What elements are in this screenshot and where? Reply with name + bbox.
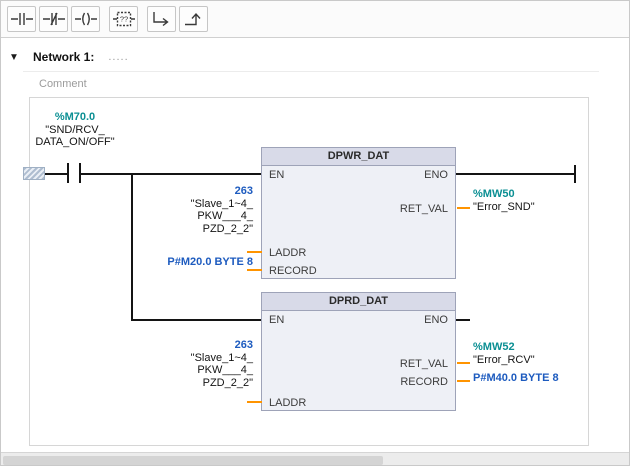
pin-eno: ENO [424, 169, 448, 181]
horizontal-scrollbar-thumb[interactable] [3, 456, 383, 465]
retval-address-1: %MW50 [473, 188, 515, 200]
network-comment-row[interactable]: Comment [23, 71, 599, 95]
laddr-name-2-line1: "Slave_1~4_ [190, 351, 253, 364]
record-operand-1[interactable]: P#M20.0 BYTE 8 [167, 256, 253, 268]
pin-ret-val: RET_VAL [399, 203, 448, 215]
wire-eno1-to-rail [456, 173, 576, 175]
svg-text:??: ?? [119, 15, 127, 24]
network-title-dots: ..... [108, 51, 129, 63]
retval-name-1: "Error_SND" [473, 200, 535, 213]
insert-open-contact-button[interactable] [7, 6, 36, 32]
contact-address: %M70.0 [54, 111, 96, 123]
retval-operand-2[interactable]: %MW52 "Error_RCV" [473, 341, 583, 366]
open-branch-stub[interactable] [23, 167, 45, 180]
network-header[interactable]: ▼ Network 1: ..... [1, 45, 629, 69]
close-branch-icon [184, 12, 201, 26]
fb-dprd-dat-title: DPRD_DAT [262, 293, 455, 311]
closed-contact-icon [42, 12, 65, 26]
laddr-name-1-line1: "Slave_1~4_ [190, 197, 253, 210]
pin-stub-retval-1 [457, 207, 470, 209]
pin-ret-val: RET_VAL [399, 358, 448, 370]
laddr-name-1-line3: PZD_2_2" [202, 222, 253, 235]
fb-dpwr-dat[interactable]: DPWR_DAT EN ENO RET_VAL LADDR RECORD [261, 147, 456, 279]
laddr-name-2-line2: PKW___4_ [197, 364, 253, 376]
collapse-triangle-icon[interactable]: ▼ [9, 51, 19, 63]
contact-name-line2: DATA_ON/OFF" [35, 136, 115, 148]
pin-stub-record-2 [457, 380, 470, 382]
open-branch-icon [152, 12, 169, 27]
contact-name-line1: "SND/RCV_ [45, 123, 105, 136]
laddr-operand-2[interactable]: 263 "Slave_1~4_ PKW___4_ PZD_2_2" [131, 339, 253, 389]
coil-icon [74, 12, 97, 26]
contact-bar-left [67, 163, 69, 183]
open-contact-icon [10, 13, 33, 25]
wire-eno2-stub [456, 319, 470, 321]
laddr-value-2: 263 [234, 339, 253, 351]
insert-closed-contact-button[interactable] [39, 6, 68, 32]
pin-laddr: LADDR [269, 247, 307, 259]
close-branch-button[interactable] [179, 6, 208, 32]
retval-address-2: %MW52 [473, 341, 515, 353]
laddr-value-1: 263 [234, 185, 253, 197]
wire-branch-to-block2 [131, 319, 262, 321]
record-operand-2[interactable]: P#M40.0 BYTE 8 [473, 372, 559, 384]
pin-record: RECORD [400, 376, 448, 388]
network-comment-placeholder: Comment [39, 77, 87, 90]
laddr-operand-1[interactable]: 263 "Slave_1~4_ PKW___4_ PZD_2_2" [131, 185, 253, 235]
pin-record: RECORD [269, 265, 317, 277]
retval-operand-1[interactable]: %MW50 "Error_SND" [473, 188, 583, 213]
right-rail-tick [574, 165, 576, 183]
empty-box-icon: ?? [112, 11, 135, 27]
insert-empty-box-button[interactable]: ?? [109, 6, 138, 32]
wire-branch-vertical [131, 173, 133, 321]
contact-operand[interactable]: %M70.0 "SND/RCV_ DATA_ON/OFF" [19, 111, 131, 149]
network-title: Network 1: [33, 50, 95, 64]
retval-name-2: "Error_RCV" [473, 353, 535, 366]
pin-stub-record-1 [247, 269, 262, 271]
pin-en: EN [269, 169, 285, 181]
fb-dpwr-dat-title: DPWR_DAT [262, 148, 455, 166]
wire-contact-to-block1 [81, 173, 262, 175]
open-branch-button[interactable] [147, 6, 176, 32]
pin-laddr: LADDR [269, 397, 307, 409]
laddr-name-1-line2: PKW___4_ [197, 210, 253, 222]
laddr-name-2-line3: PZD_2_2" [202, 376, 253, 389]
wire-rail-to-contact [45, 173, 67, 175]
pin-stub-retval-2 [457, 362, 470, 364]
horizontal-scrollbar[interactable] [1, 452, 629, 465]
insert-coil-button[interactable] [71, 6, 100, 32]
pin-stub-laddr-2 [247, 401, 262, 403]
contact-snd-rcv[interactable] [65, 162, 83, 184]
pin-stub-laddr-1 [247, 251, 262, 253]
pin-eno: ENO [424, 314, 448, 326]
ladder-toolbar: ?? [1, 1, 629, 38]
pin-en: EN [269, 314, 285, 326]
fb-dprd-dat[interactable]: DPRD_DAT EN ENO RET_VAL RECORD LADDR [261, 292, 456, 411]
contact-bar-right [79, 163, 81, 183]
